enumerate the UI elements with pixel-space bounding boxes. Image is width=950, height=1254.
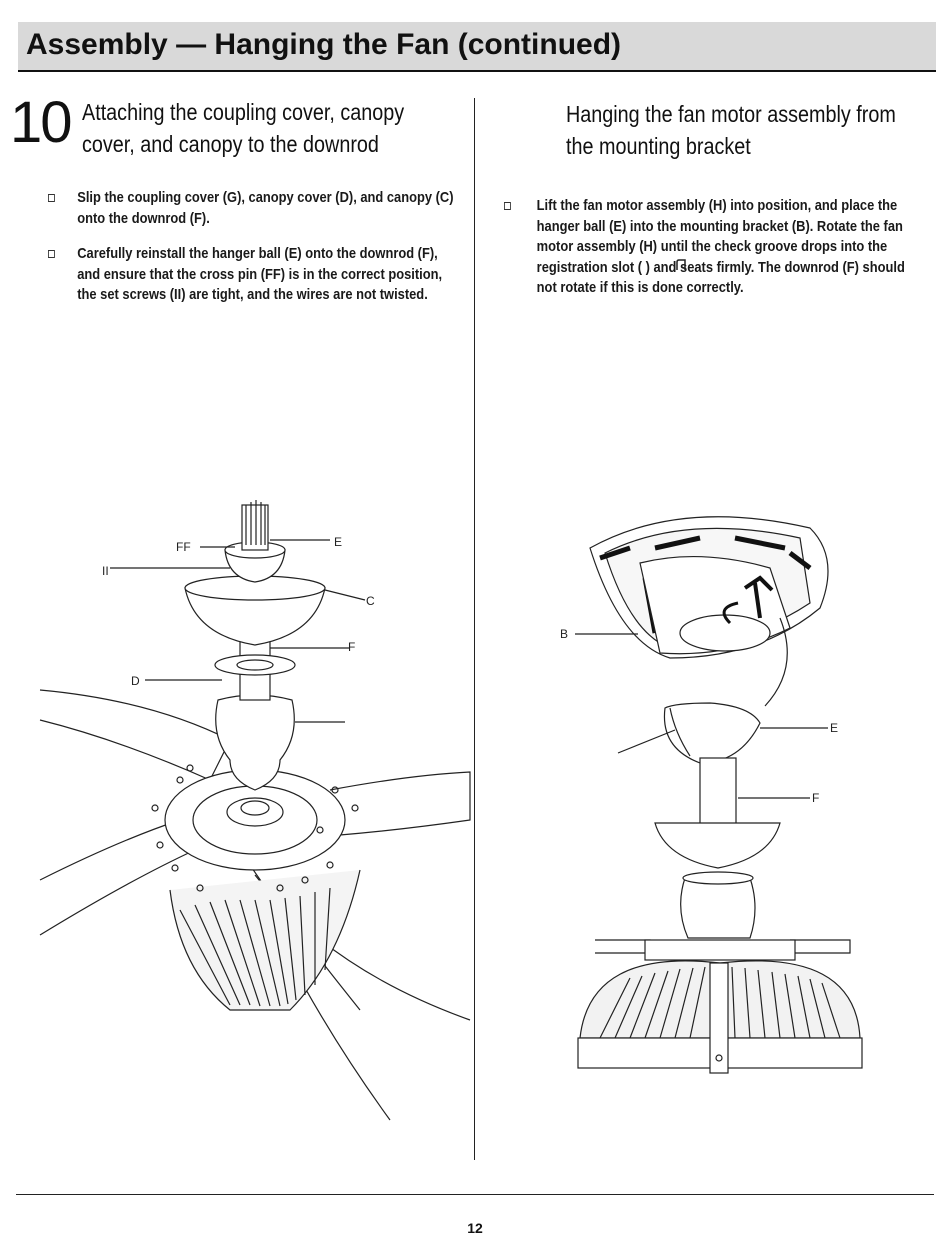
callout-d: D [131,674,140,688]
checkbox-icon [504,202,511,210]
footer-divider [16,1194,934,1195]
checkbox-icon [48,250,55,258]
step-heading: Attaching the coupling cover, canopy cov… [82,99,405,157]
callout-e-right: E [830,721,839,735]
callout-f-right: F [812,791,820,805]
column-divider [474,98,475,1160]
instruction-text: Lift the fan motor assembly (H) into pos… [536,197,905,296]
section-header: Assembly — Hanging the Fan (continued) [18,22,936,72]
fan-assembly-illustration [39,500,471,1121]
callout-e: E [334,535,343,549]
mounting-illustration [575,516,863,1074]
checkbox-icon [48,194,55,202]
registration-slot-icon [676,259,686,270]
page-title: Assembly — Hanging the Fan (continued) [26,28,622,61]
callout-f: F [348,640,356,654]
page-number: 12 [467,1220,483,1236]
step-number: 10 [10,90,72,155]
instruction-text: Carefully reinstall the hanger ball (E) … [77,245,443,303]
section-heading: Hanging the fan motor assembly from the … [566,101,896,159]
callout-ii: II [102,564,109,578]
callout-b: B [560,627,569,641]
callout-c: C [366,594,375,608]
instruction-text: Slip the coupling cover (G), canopy cove… [77,189,454,227]
callout-ff: FF [176,540,191,554]
